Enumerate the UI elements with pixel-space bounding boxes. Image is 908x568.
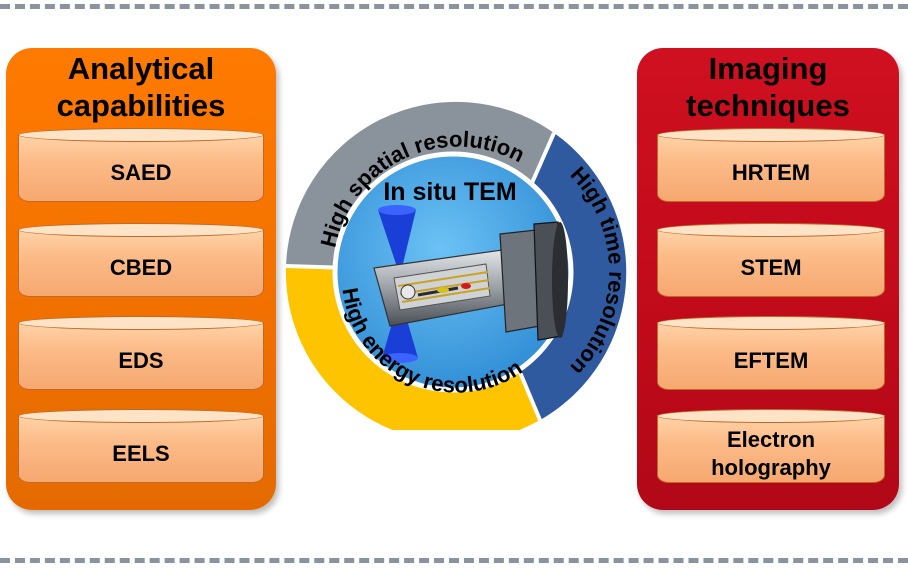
cylinder-label: EFTEM — [733, 348, 809, 373]
cylinder-label: STEM — [740, 255, 802, 280]
beam-bottom-icon — [382, 296, 418, 362]
cylinder-hrtem: HRTEM — [657, 128, 885, 202]
imaging-techniques-title: Imaging techniques — [637, 50, 899, 124]
bottom-dashed-border — [0, 558, 908, 563]
cylinder-electron-holography: Electron holography — [657, 409, 885, 483]
cylinder-saed: SAED — [18, 128, 264, 202]
top-dashed-border — [0, 4, 908, 9]
analytical-capabilities-panel: Analytical capabilities SAED CBED EDS EE… — [6, 48, 276, 510]
cylinder-eftem: EFTEM — [657, 316, 885, 390]
specimen-holder-icon — [373, 221, 568, 341]
cylinder-cbed: CBED — [18, 223, 264, 297]
cylinder-label: EELS — [112, 441, 170, 466]
resolution-wheel: In situ TEM High spatial resolution High… — [285, 101, 629, 430]
cylinder-label: EDS — [118, 348, 164, 373]
cylinder-eels: EELS — [18, 409, 264, 483]
title-line-1: Imaging — [708, 51, 828, 86]
label-line-2: holography — [711, 455, 831, 480]
cylinder-label: CBED — [109, 255, 173, 280]
cylinder-eds: EDS — [18, 316, 264, 390]
cylinder-label: SAED — [110, 160, 172, 185]
cylinder-stem: STEM — [657, 223, 885, 297]
title-line-2: techniques — [686, 88, 850, 123]
cylinder-label: HRTEM — [731, 160, 811, 185]
cylinder-label: Electron holography — [657, 425, 885, 483]
title-line-1: Analytical — [67, 51, 215, 86]
in-situ-tem-label: In situ TEM — [383, 178, 516, 206]
label-line-1: Electron — [726, 427, 816, 452]
beam-top-icon — [378, 206, 416, 276]
analytical-capabilities-title: Analytical capabilities — [6, 50, 276, 124]
title-line-2: capabilities — [56, 88, 226, 123]
imaging-techniques-panel: Imaging techniques HRTEM STEM EFTEM Elec… — [637, 48, 899, 510]
